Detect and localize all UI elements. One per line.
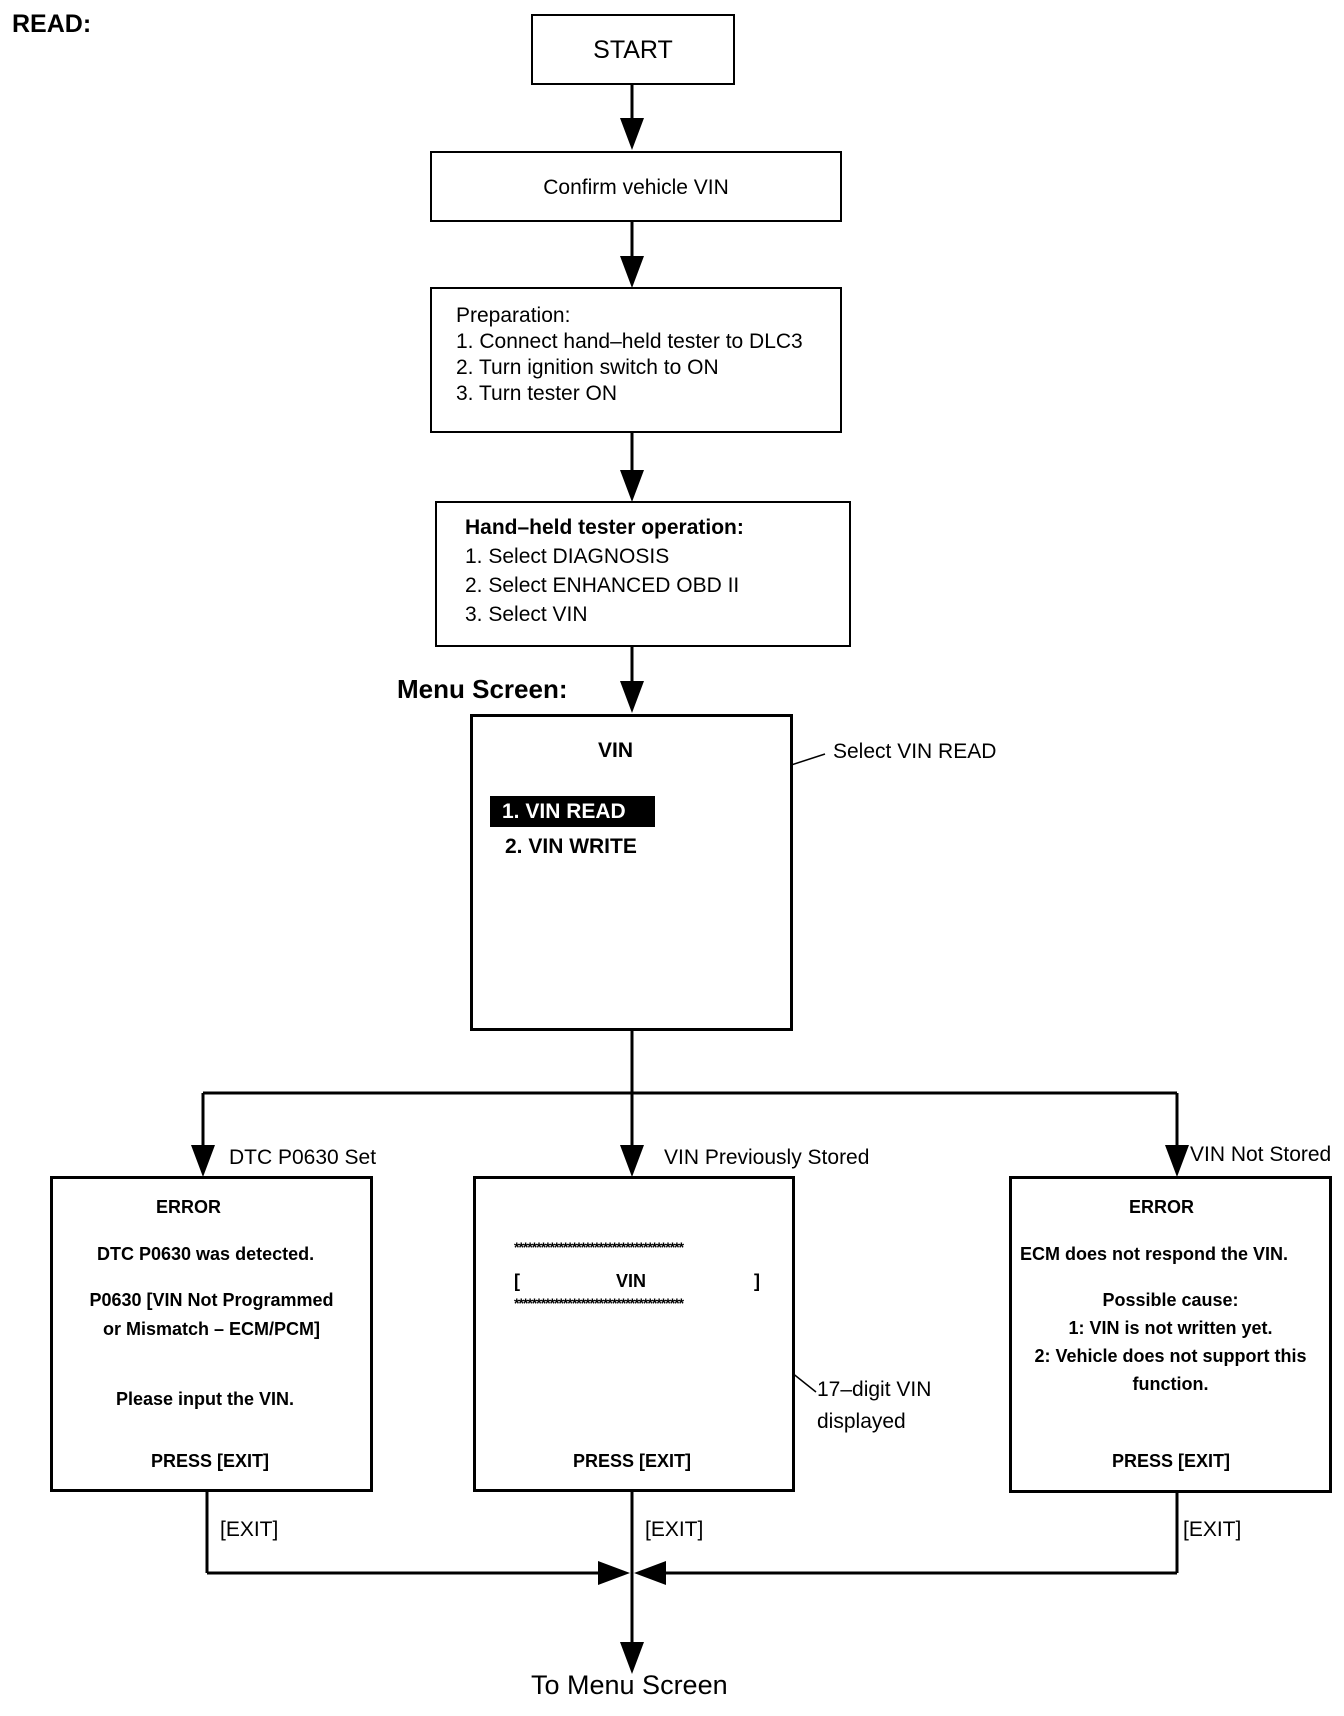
menu-item-vin-write[interactable]: 2. VIN WRITE	[505, 835, 637, 858]
menu-item-vin-read[interactable]: 1. VIN READ	[490, 796, 655, 827]
preparation-text: Preparation: 1. Connect hand–held tester…	[456, 303, 803, 407]
exit-label-middle: [EXIT]	[645, 1518, 704, 1541]
error-dtc-line-2: or Mismatch – ECM/PCM]	[102, 1319, 321, 1339]
tester-step-1: 1. Select DIAGNOSIS	[465, 545, 670, 568]
menu-title: VIN	[598, 739, 634, 762]
vin-value: VIN	[616, 1271, 647, 1291]
error-screen-no-response: ERROR ECM does not respond the VIN. Poss…	[1009, 1176, 1332, 1493]
page-heading: READ:	[12, 10, 92, 38]
preparation-title: Preparation:	[456, 304, 571, 327]
exit-label-left: [EXIT]	[220, 1518, 279, 1541]
vin-stars-top: **************************************	[514, 1239, 684, 1255]
error-title: ERROR	[156, 1197, 222, 1217]
arrowhead-left-screen	[191, 1145, 215, 1177]
possible-cause-2: 2: Vehicle does not support this	[1034, 1346, 1307, 1366]
vin-bracket-close: ]	[754, 1271, 760, 1291]
error-input-vin: Please input the VIN.	[116, 1389, 295, 1409]
to-menu-screen-label: To Menu Screen	[531, 1670, 728, 1700]
start-box: START	[531, 14, 735, 85]
possible-cause-2-cont: function.	[1132, 1374, 1209, 1394]
error-dtc-line-1: P0630 [VIN Not Programmed	[89, 1290, 334, 1310]
confirm-vin-label: Confirm vehicle VIN	[543, 176, 729, 199]
arrowhead-merge-left	[598, 1561, 630, 1585]
vin-stars-bottom: **************************************	[514, 1295, 684, 1311]
callout-17-digit-vin-label: 17–digit VIN displayed	[817, 1374, 931, 1438]
error-ecm-no-response: ECM does not respond the VIN.	[1020, 1244, 1289, 1264]
arrowhead-menu	[620, 681, 644, 713]
error-dtc-detected: DTC P0630 was detected.	[97, 1244, 315, 1264]
preparation-box: Preparation: 1. Connect hand–held tester…	[430, 287, 842, 433]
arrowhead-confirm	[620, 118, 644, 150]
error-title-right: ERROR	[1129, 1197, 1195, 1217]
preparation-step-3: 3. Turn tester ON	[456, 382, 618, 405]
menu-screen-box: VIN 1. VIN READ 2. VIN WRITE	[470, 714, 793, 1031]
preparation-step-1: 1. Connect hand–held tester to DLC3	[456, 330, 803, 353]
vin-display-screen: ************************************** […	[473, 1176, 795, 1492]
arrowhead-merge-right	[634, 1561, 666, 1585]
press-exit-middle[interactable]: PRESS [EXIT]	[573, 1451, 692, 1471]
branch-label-vin-not-stored: VIN Not Stored	[1190, 1143, 1332, 1166]
press-exit-right[interactable]: PRESS [EXIT]	[1112, 1451, 1231, 1471]
tester-operation-box: Hand–held tester operation: 1. Select DI…	[435, 501, 851, 647]
tester-step-2: 2. Select ENHANCED OBD II	[465, 574, 740, 597]
possible-cause-title: Possible cause:	[1102, 1290, 1239, 1310]
exit-label-right: [EXIT]	[1183, 1518, 1242, 1541]
confirm-vin-box: Confirm vehicle VIN	[430, 151, 842, 222]
error-possible-cause: Possible cause: 1: VIN is not written ye…	[1012, 1286, 1329, 1398]
tester-operation-text: Hand–held tester operation: 1. Select DI…	[465, 513, 744, 629]
arrowhead-tester	[620, 470, 644, 502]
arrowhead-end	[620, 1642, 644, 1674]
error-dtc-description: P0630 [VIN Not Programmed or Mismatch – …	[53, 1286, 370, 1344]
tester-operation-title: Hand–held tester operation:	[465, 516, 744, 539]
arrowhead-prep	[620, 256, 644, 288]
callout-17-digit-line-1: 17–digit VIN	[817, 1378, 932, 1401]
branch-label-vin-stored: VIN Previously Stored	[664, 1146, 870, 1169]
press-exit-left[interactable]: PRESS [EXIT]	[151, 1451, 270, 1471]
callout-select-vin-read-label: Select VIN READ	[833, 740, 997, 763]
vin-bracket-open: [	[514, 1271, 520, 1291]
menu-screen-label: Menu Screen:	[397, 674, 568, 704]
start-label: START	[593, 36, 673, 64]
callout-17-digit-line-2: displayed	[817, 1410, 906, 1433]
tester-step-3: 3. Select VIN	[465, 603, 588, 626]
branch-label-dtc: DTC P0630 Set	[229, 1146, 377, 1169]
arrowhead-right-screen	[1165, 1145, 1189, 1177]
error-screen-dtc: ERROR DTC P0630 was detected. P0630 [VIN…	[50, 1176, 373, 1492]
preparation-step-2: 2. Turn ignition switch to ON	[456, 356, 719, 379]
arrowhead-middle-screen	[620, 1145, 644, 1177]
possible-cause-1: 1: VIN is not written yet.	[1068, 1318, 1273, 1338]
